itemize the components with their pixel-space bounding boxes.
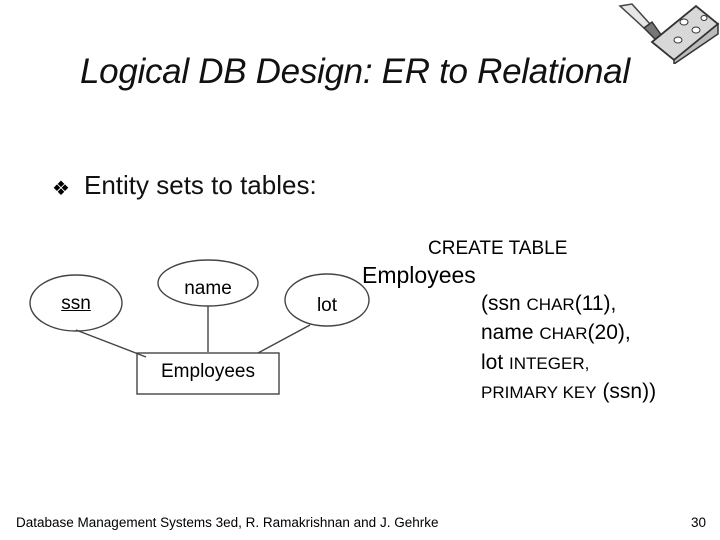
sql-column-type: CHAR: [539, 324, 588, 343]
database-logo-icon: [618, 3, 720, 64]
attribute-ssn-oval: [29, 274, 123, 332]
attribute-ssn-label: ssn: [61, 293, 91, 314]
page-number: 30: [690, 515, 706, 530]
sql-column-name: lot: [481, 351, 504, 374]
attribute-name-label: name: [184, 278, 232, 299]
sql-primary-key: PRIMARY KEY (ssn)): [481, 380, 656, 404]
sql-column-name: name: [481, 321, 534, 344]
bullet-icon: ❖: [52, 178, 70, 200]
sql-column-type: CHAR: [526, 295, 575, 314]
sql-column-size: (20),: [587, 321, 631, 344]
bullet-text: Entity sets to tables:: [84, 170, 317, 200]
connector-lot: [257, 324, 311, 354]
attribute-lot-oval: [284, 273, 370, 327]
sql-column-type: INTEGER,: [509, 354, 590, 373]
slide-title: Logical DB Design: ER to Relational: [80, 52, 630, 91]
sql-create-keyword: CREATE TABLE: [428, 238, 568, 259]
entity-employees-label: Employees: [161, 361, 255, 382]
footer-citation: Database Management Systems 3ed, R. Rama…: [16, 515, 439, 530]
sql-table-name: Employees: [362, 262, 476, 288]
sql-pk-keyword: PRIMARY KEY: [481, 383, 597, 402]
sql-column-size: (11),: [574, 292, 617, 315]
entity-employees-box: [136, 352, 280, 395]
attribute-lot-label: lot: [316, 295, 338, 316]
sql-pk-columns: (ssn)): [602, 380, 657, 403]
sql-column-lot: lot INTEGER,: [481, 351, 589, 375]
sql-column-ssn: (ssn CHAR(11),: [481, 292, 616, 316]
attribute-name-oval: [157, 259, 259, 307]
sql-column-name-line: name CHAR(20),: [481, 321, 631, 345]
sql-open-paren: (: [481, 292, 488, 315]
sql-column-name: ssn: [488, 292, 521, 315]
connector-ssn: [75, 329, 147, 358]
